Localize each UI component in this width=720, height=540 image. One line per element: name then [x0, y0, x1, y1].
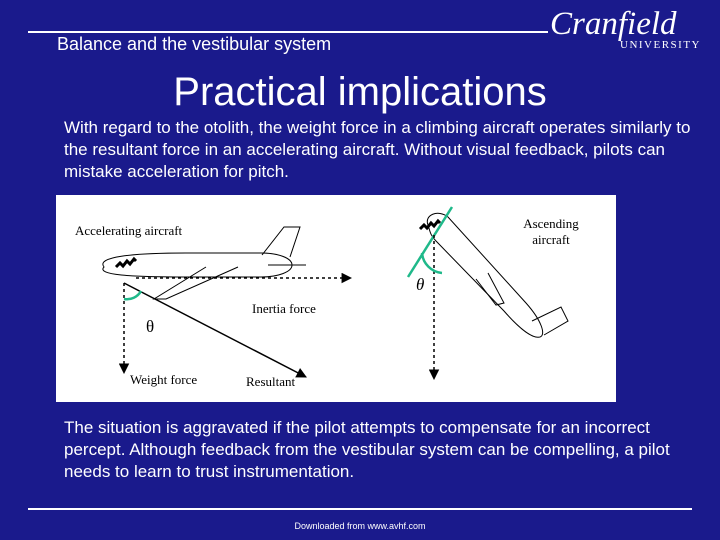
logo-subtitle: UNIVERSITY: [620, 39, 701, 51]
footer-source: Downloaded from www.avhf.com: [294, 521, 426, 531]
weight-force-label: Weight force: [130, 372, 198, 387]
accelerating-aircraft-shape: [102, 226, 306, 300]
theta-right-label: θ: [416, 275, 425, 294]
pitch-reference-line: [406, 206, 454, 278]
conclusion-paragraph: The situation is aggravated if the pilot…: [64, 418, 670, 481]
resultant-arrow: [123, 282, 307, 378]
ascending-aircraft-label: Ascending aircraft: [523, 216, 579, 247]
resultant-label: Resultant: [246, 374, 296, 389]
angle-marker-left: [123, 290, 143, 301]
footer-rule: [28, 508, 692, 510]
pilot-figure-right: [418, 218, 442, 231]
header-rule: [28, 31, 548, 33]
intro-paragraph: With regard to the otolith, the weight f…: [64, 118, 691, 181]
cranfield-logo: Cranfield UNIVERSITY: [546, 6, 706, 52]
otolith-diagram: Accelerating aircraft Ascending aircraft…: [56, 195, 616, 402]
theta-left-label: θ: [146, 317, 155, 336]
accelerating-aircraft-label: Accelerating aircraft: [75, 223, 183, 238]
angle-marker-right: [420, 252, 443, 275]
pilot-figure-left: [114, 256, 138, 269]
header-title: Balance and the vestibular system: [57, 34, 332, 54]
inertia-force-label: Inertia force: [252, 301, 316, 316]
logo-wordmark: Cranfield: [550, 6, 677, 42]
slide-title: Practical implications: [173, 70, 547, 114]
diagram-graphics: [102, 206, 569, 381]
